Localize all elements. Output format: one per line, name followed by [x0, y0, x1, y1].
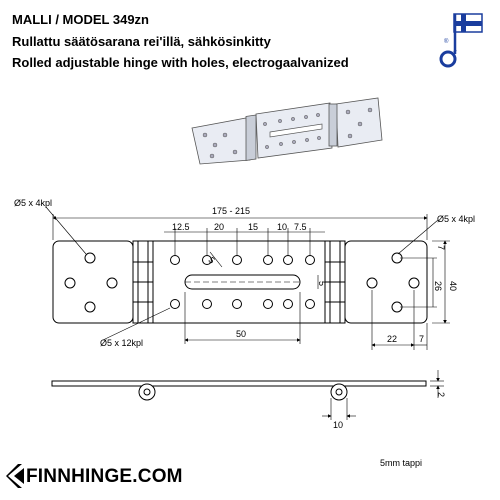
holes	[64, 252, 420, 313]
dim-5-slot: 5	[206, 255, 217, 266]
dim-50: 50	[236, 329, 246, 339]
dim-2: 2	[436, 392, 446, 397]
dim-20: 20	[214, 222, 224, 232]
finnish-title: Rullattu säätösarana rei'illä, sähkösink…	[12, 34, 271, 49]
dim-10-knuckle: 10	[333, 420, 343, 430]
dim-15: 15	[248, 222, 258, 232]
dim-5-side: 5	[317, 281, 327, 286]
dim-hole-4-right: Ø5 x 4kpl	[437, 214, 475, 224]
dim-hole-4-left: Ø5 x 4kpl	[14, 198, 52, 208]
dim-7-bottom: 7	[419, 334, 424, 344]
brand-name: FINNHINGE.COM	[26, 466, 183, 487]
finnhinge-logo-mark	[6, 464, 24, 488]
key-flag-logo: ®	[439, 13, 483, 68]
dim-10-top: 10	[277, 222, 287, 232]
dim-12-5: 12.5	[172, 222, 190, 232]
dim-26: 26	[433, 281, 443, 291]
dim-7-5: 7.5	[294, 222, 307, 232]
hinge-plan-view	[52, 240, 428, 324]
pin-note: 5mm tappi	[380, 458, 423, 468]
hinge-3d-view	[191, 97, 383, 165]
svg-text:®: ®	[444, 38, 449, 45]
dim-22: 22	[387, 334, 397, 344]
dim-40: 40	[448, 281, 458, 291]
dim-overall-length: 175 - 215	[212, 206, 250, 216]
model-title: MALLI / MODEL 349zn	[12, 12, 149, 27]
dim-7-right: 7	[436, 245, 446, 250]
hinge-side-view	[51, 380, 427, 401]
dim-hole-12: Ø5 x 12kpl	[100, 338, 143, 348]
english-title: Rolled adjustable hinge with holes, elec…	[12, 55, 349, 70]
